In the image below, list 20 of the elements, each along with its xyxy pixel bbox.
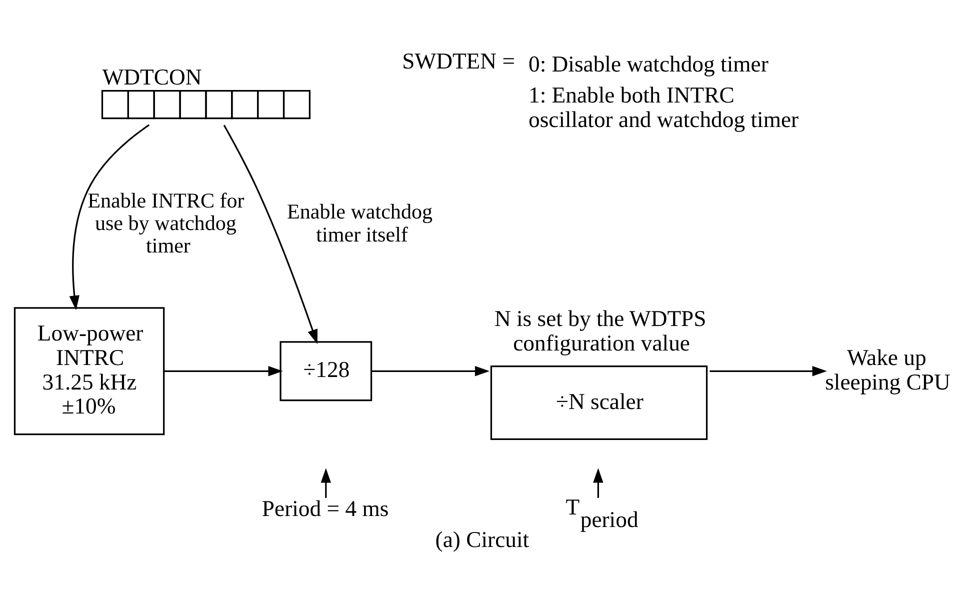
node-box: ÷N scaler (490, 364, 708, 440)
label: SWDTEN = (402, 48, 515, 73)
arrow (320, 468, 332, 498)
node-box: ÷128 (280, 340, 372, 401)
arrow (69, 124, 150, 310)
node-text: Wake up sleeping CPU (825, 344, 950, 394)
edge-label: Enable INTRC for use by watchdog timer (88, 188, 244, 258)
caption: (a) Circuit (435, 526, 530, 552)
label: 0: Disable watchdog timer (528, 51, 768, 76)
node-box: Low-power INTRC 31.25 kHz ±10% (14, 306, 165, 435)
edge-label: Enable watchdog timer itself (287, 199, 433, 246)
arrow (710, 366, 827, 376)
node-label: N is set by the WDTPS configuration value (494, 306, 706, 355)
node-label: WDTCON (102, 64, 202, 90)
node-text: Period = 4 ms (262, 496, 389, 521)
arrow (223, 124, 318, 344)
arrow (593, 468, 604, 498)
arrow (372, 366, 490, 376)
label: 1: Enable both INTRC oscillator and watchdog timer (528, 82, 799, 132)
arrow (164, 366, 283, 376)
